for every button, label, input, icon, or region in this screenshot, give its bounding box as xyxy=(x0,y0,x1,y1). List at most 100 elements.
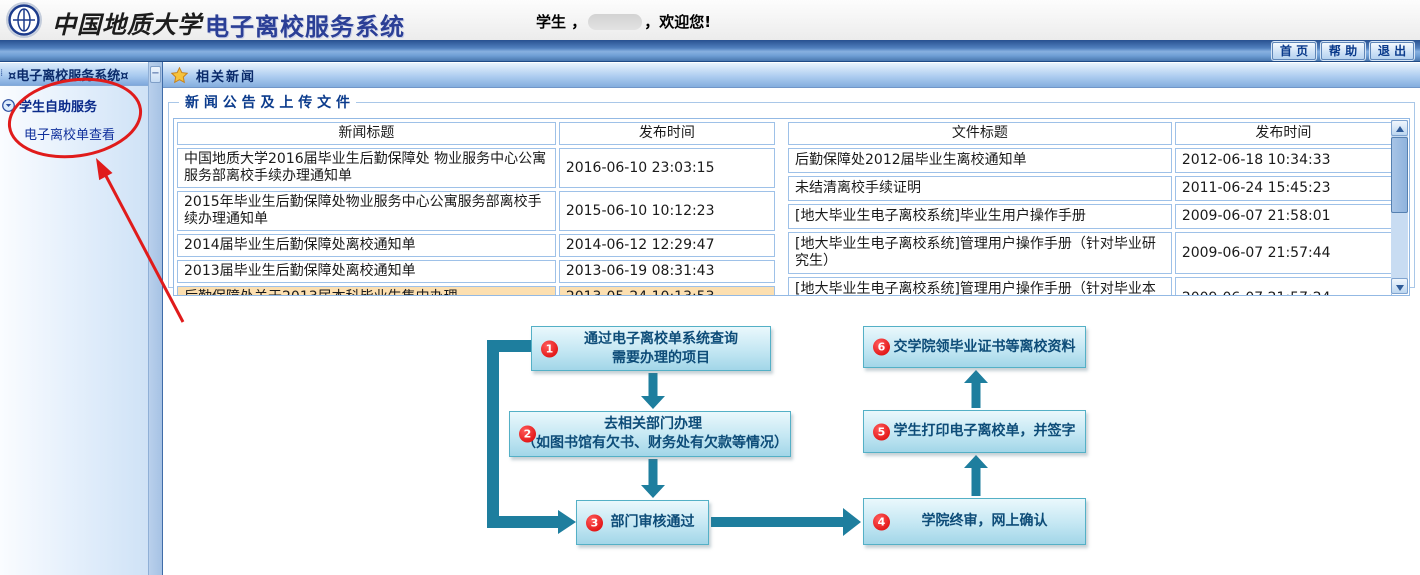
arrow-up-shaft xyxy=(971,467,981,496)
item-title-cell[interactable]: [地大毕业生电子离校系统]管理用户操作手册（针对毕业研究生） xyxy=(788,232,1172,274)
step-label: 交学院领毕业证书等离校资料 xyxy=(893,338,1076,355)
arrow-down-icon xyxy=(641,485,665,498)
file-title-header: 文件标题 xyxy=(788,122,1172,145)
vertical-scrollbar[interactable] xyxy=(1391,120,1408,294)
scroll-down-button[interactable] xyxy=(1391,278,1408,294)
publish-time-cell: 2009-06-07 21:58:01 xyxy=(1174,204,1392,229)
panel-body: 新 闻 公 告 及 上 传 文 件 新闻标题 发布时间 中国地质大学2016届毕… xyxy=(163,88,1420,575)
flow-step-5: 5 学生打印电子离校单，并签字 xyxy=(863,410,1086,453)
step-number-badge: 3 xyxy=(586,514,603,531)
step-number-badge: 1 xyxy=(541,340,558,357)
sidebar-item-leaving-form-view[interactable]: 电子离校单查看 xyxy=(24,128,116,143)
item-title-cell[interactable]: 后勤保障处2012届毕业生离校通知单 xyxy=(788,148,1172,173)
nav-buttons: 首 页 帮 助 退 出 xyxy=(1271,41,1415,61)
news-fieldset: 新 闻 公 告 及 上 传 文 件 新闻标题 发布时间 中国地质大学2016届毕… xyxy=(168,92,1415,296)
university-logo-icon xyxy=(6,2,42,38)
news-fieldset-legend: 新 闻 公 告 及 上 传 文 件 xyxy=(185,95,350,111)
circle-chevron-down-icon xyxy=(2,99,15,112)
table-header-row: 新闻标题 发布时间 xyxy=(177,122,775,145)
news-time-header: 发布时间 xyxy=(558,122,775,145)
table-row: 后勤保障处关于2013届本科毕业生集中办理2013-05-24 10:13:53 xyxy=(177,286,775,295)
publish-time-cell: 2009-06-07 21:57:24 xyxy=(1174,277,1392,295)
flow-step-1: 1 通过电子离校单系统查询需要办理的项目 xyxy=(531,326,771,371)
publish-time-cell: 2015-06-10 10:12:23 xyxy=(558,191,775,231)
panel-header: 相关新闻 xyxy=(163,62,1420,88)
step-number-badge: 2 xyxy=(519,425,536,443)
item-title-cell[interactable]: 后勤保障处关于2013届本科毕业生集中办理 xyxy=(177,286,556,295)
table-row: [地大毕业生电子离校系统]管理用户操作手册（针对毕业研究生）2009-06-07… xyxy=(788,232,1392,274)
welcome-text: 学生 ， ，欢迎您! xyxy=(536,11,711,32)
publish-time-cell: 2012-06-18 10:34:33 xyxy=(1174,148,1392,173)
item-title-cell[interactable]: 2013届毕业生后勤保障处离校通知单 xyxy=(177,260,556,283)
arrow-down-shaft xyxy=(648,459,658,486)
item-title-cell[interactable]: 未结清离校手续证明 xyxy=(788,176,1172,201)
sidebar-group-self-service[interactable]: 学生自助服务 xyxy=(2,96,148,115)
item-title-cell[interactable]: 2015年毕业生后勤保障处物业服务中心公寓服务部离校手续办理通知单 xyxy=(177,191,556,231)
welcome-suffix: ，欢迎您! xyxy=(644,13,712,31)
publish-time-cell: 2016-06-10 23:03:15 xyxy=(558,148,775,188)
university-name: 中国地质大学 xyxy=(52,10,202,39)
news-table: 新闻标题 发布时间 中国地质大学2016届毕业生后勤保障处 物业服务中心公寓服务… xyxy=(174,119,778,295)
file-time-header: 发布时间 xyxy=(1174,122,1392,145)
sidebar-title: ¤电子离校服务系统¤ xyxy=(8,68,129,84)
tables-scroll-area: 新闻标题 发布时间 中国地质大学2016届毕业生后勤保障处 物业服务中心公寓服务… xyxy=(173,118,1410,296)
news-title-header: 新闻标题 xyxy=(177,122,556,145)
scrollbar-thumb[interactable] xyxy=(1391,137,1408,213)
splitter[interactable]: − xyxy=(148,62,162,575)
publish-time-cell: 2009-06-07 21:57:44 xyxy=(1174,232,1392,274)
step-label: 通过电子离校单系统查询需要办理的项目 xyxy=(584,330,738,366)
step-label: 去相关部门办理（如图书馆有欠书、财务处有欠款等情况） xyxy=(522,416,788,451)
table-row: 中国地质大学2016届毕业生后勤保障处 物业服务中心公寓服务部离校手续办理通知单… xyxy=(177,148,775,188)
app-header: 中国地质大学 电子离校服务系统 学生 ， ，欢迎您! xyxy=(0,0,1420,41)
step-label: 部门审核通过 xyxy=(610,514,695,530)
scroll-up-button[interactable] xyxy=(1391,120,1408,136)
publish-time-cell: 2013-06-19 08:31:43 xyxy=(558,260,775,283)
elbow-connector xyxy=(487,340,558,528)
publish-time-cell: 2014-06-12 12:29:47 xyxy=(558,234,775,257)
table-row: [地大毕业生电子离校系统]管理用户操作手册（针对毕业本科生）2009-06-07… xyxy=(788,277,1392,295)
arrow-right-icon xyxy=(843,508,861,536)
nav-band: 首 页 帮 助 退 出 xyxy=(0,40,1420,62)
sidebar-group-label: 学生自助服务 xyxy=(19,100,98,115)
arrow-up-icon xyxy=(964,370,988,383)
sidebar: ⁞ ¤电子离校服务系统¤ 学生自助服务 电子离校单查看 xyxy=(0,62,148,575)
welcome-prefix: 学生 ， xyxy=(536,13,587,31)
table-header-row: 文件标题 发布时间 xyxy=(788,122,1392,145)
item-title-cell[interactable]: [地大毕业生电子离校系统]毕业生用户操作手册 xyxy=(788,204,1172,229)
help-button[interactable]: 帮 助 xyxy=(1320,41,1366,61)
publish-time-cell: 2011-06-24 15:45:23 xyxy=(1174,176,1392,201)
panel-title: 相关新闻 xyxy=(196,69,257,85)
sidebar-header: ⁞ ¤电子离校服务系统¤ xyxy=(0,62,148,86)
grip-icon: ⁞ xyxy=(0,68,3,79)
publish-time-cell: 2013-05-24 10:13:53 xyxy=(558,286,775,295)
leaving-process-flowchart: 1 通过电子离校单系统查询需要办理的项目 2 去相关部门办理（如图书馆有欠书、财… xyxy=(163,300,1420,575)
step-label: 学生打印电子离校单，并签字 xyxy=(893,423,1076,439)
step-number-badge: 5 xyxy=(873,423,890,440)
flow-step-3: 3 部门审核通过 xyxy=(576,500,709,545)
item-title-cell[interactable]: 中国地质大学2016届毕业生后勤保障处 物业服务中心公寓服务部离校手续办理通知单 xyxy=(177,148,556,188)
flow-step-2: 2 去相关部门办理（如图书馆有欠书、财务处有欠款等情况） xyxy=(509,411,791,457)
system-title: 电子离校服务系统 xyxy=(205,13,405,41)
triangle-down-icon xyxy=(1396,285,1404,291)
arrow-up-icon xyxy=(964,455,988,468)
item-title-cell[interactable]: 2014届毕业生后勤保障处离校通知单 xyxy=(177,234,556,257)
triangle-up-icon xyxy=(1396,126,1404,132)
logout-button[interactable]: 退 出 xyxy=(1369,41,1415,61)
step-number-badge: 6 xyxy=(873,338,890,356)
arrow-up-shaft xyxy=(971,382,981,408)
redacted-student-name xyxy=(588,14,643,30)
content-row: ⁞ ¤电子离校服务系统¤ 学生自助服务 电子离校单查看 − 相关新闻 新 闻 公… xyxy=(0,62,1420,575)
flowchart-arrows xyxy=(487,340,988,536)
flow-step-4: 4 学院终审，网上确认 xyxy=(863,498,1086,545)
home-button[interactable]: 首 页 xyxy=(1271,41,1317,61)
main-panel: 相关新闻 新 闻 公 告 及 上 传 文 件 新闻标题 发布时间 中国地质大学2… xyxy=(162,62,1420,575)
collapse-sidebar-button[interactable]: − xyxy=(150,66,161,83)
flow-step-6: 6 交学院领毕业证书等离校资料 xyxy=(863,326,1086,368)
item-title-cell[interactable]: [地大毕业生电子离校系统]管理用户操作手册（针对毕业本科生） xyxy=(788,277,1172,295)
arrowhead-right-icon xyxy=(558,510,576,534)
